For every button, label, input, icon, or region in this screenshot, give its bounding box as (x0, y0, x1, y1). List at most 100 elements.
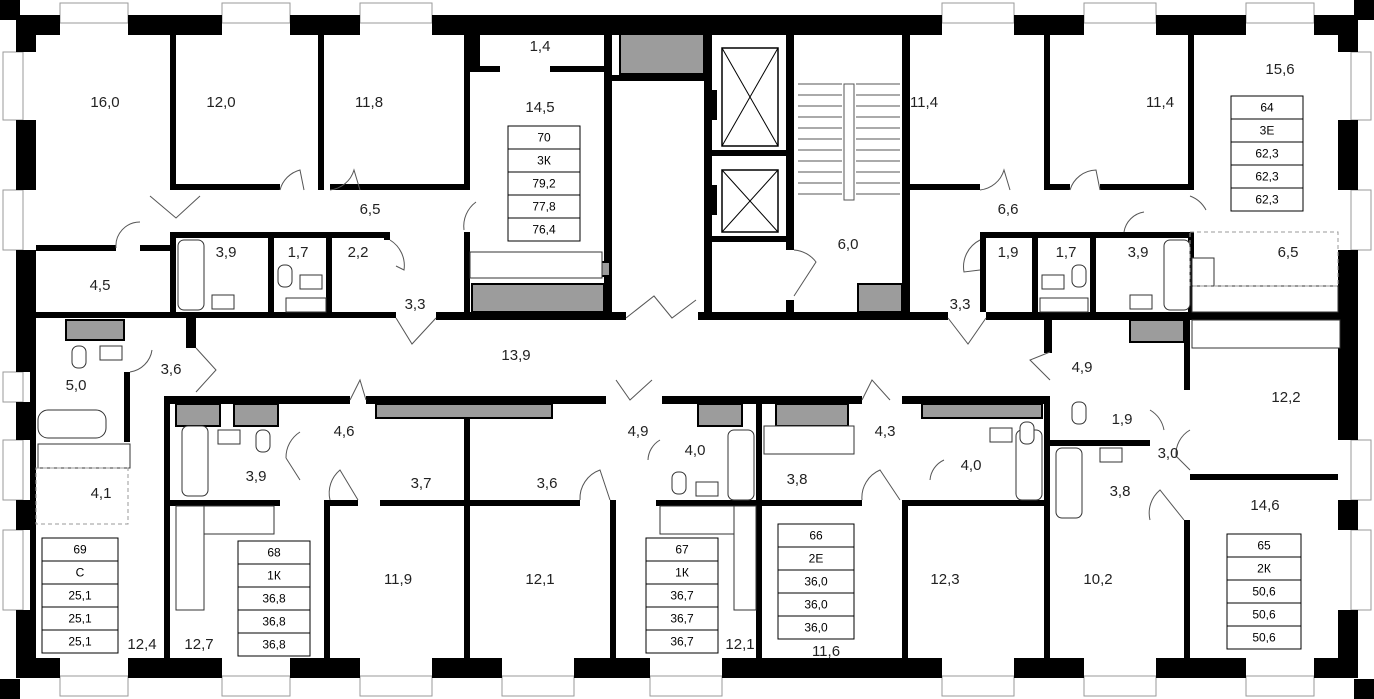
doors (115, 168, 1207, 521)
room-area-label: 6,5 (360, 201, 381, 218)
room-area-label: 11,4 (1146, 94, 1174, 111)
room-area-label: 4,5 (90, 277, 111, 294)
room-area-label: 3,7 (411, 475, 432, 492)
room-area-label: 11,9 (384, 571, 412, 588)
apartment-area-b: 50,6 (1252, 608, 1276, 622)
apartment-number: 70 (537, 131, 551, 145)
room-area-label: 3,0 (1158, 445, 1179, 462)
apartment-area-a: 36,7 (670, 589, 694, 603)
apartment-area-c: 62,3 (1255, 193, 1279, 207)
apartment-area-b: 36,0 (804, 598, 828, 612)
room-area-label: 6,5 (1278, 244, 1299, 261)
room-area-label: 12,1 (725, 636, 754, 653)
room-area-label: 16,0 (90, 94, 119, 111)
apartment-area-a: 62,3 (1255, 147, 1279, 161)
apartment-type: 3Е (1260, 124, 1275, 138)
room-area-label: 3,9 (246, 468, 267, 485)
stairs (798, 83, 900, 201)
room-area-label: 3,6 (537, 475, 558, 492)
apartment-number: 67 (675, 543, 689, 557)
apartment-number: 68 (267, 546, 281, 560)
room-area-label: 3,3 (950, 296, 971, 313)
apartment-type: 1К (675, 566, 689, 580)
apartment-area-b: 77,8 (532, 200, 556, 214)
apartment-info-box: 69С 25,1 25,1 25,1 (41, 537, 119, 654)
room-area-label: 4,1 (91, 485, 112, 502)
apartment-number: 69 (73, 543, 87, 557)
apartment-number: 64 (1260, 101, 1274, 115)
room-area-label: 4,9 (1072, 359, 1093, 376)
room-area-label: 1,7 (288, 244, 309, 261)
service-ducts (65, 33, 1185, 427)
room-area-label: 12,0 (206, 94, 235, 111)
room-area-label: 14,6 (1250, 497, 1279, 514)
apartment-info-box: 68 1К 36,8 36,8 36,8 (237, 540, 311, 657)
apartment-number: 66 (809, 529, 823, 543)
apartment-info-box: 64 3Е 62,3 62,3 62,3 (1230, 95, 1304, 212)
room-area-label: 4,9 (628, 423, 649, 440)
apartment-area-a: 36,0 (804, 575, 828, 589)
room-area-label: 10,2 (1083, 571, 1112, 588)
apartment-type: 1К (267, 569, 281, 583)
apartment-info-box: 67 1К 36,7 36,7 36,7 (645, 537, 719, 654)
apartment-area-c: 25,1 (68, 635, 92, 649)
room-area-label: 6,0 (838, 236, 859, 253)
apartment-info-box: 70 3К 79,2 77,8 76,4 (507, 125, 581, 242)
apartment-type: 3К (537, 154, 551, 168)
room-area-label: 15,6 (1265, 61, 1294, 78)
room-area-label: 4,0 (961, 457, 982, 474)
room-area-label: 3,3 (405, 296, 426, 313)
apartment-area-b: 62,3 (1255, 170, 1279, 184)
apartment-info-boxes: 70 3К 79,2 77,8 76,4 64 3Е 62,3 62,3 62,3 69С 25,1 2… (41, 95, 1304, 657)
apartment-info-box: 66 2Е 36,0 36,0 36,0 (777, 523, 855, 640)
fixtures (35, 231, 1341, 611)
apartment-area-c: 50,6 (1252, 631, 1276, 645)
room-area-label: 11,6 (812, 643, 840, 660)
room-area-label: 4,0 (685, 442, 706, 459)
room-area-label: 14,5 (525, 99, 554, 116)
room-area-label: 3,9 (1128, 244, 1149, 261)
interior-walls (30, 30, 1338, 658)
apartment-type: 2К (1257, 562, 1271, 576)
apartment-area-a: 50,6 (1252, 585, 1276, 599)
room-area-label: 4,6 (334, 423, 355, 440)
room-area-label: 2,2 (348, 244, 369, 261)
room-area-label: 12,1 (525, 571, 554, 588)
room-area-label: 4,3 (875, 423, 896, 440)
apartment-area-a: 25,1 (68, 589, 92, 603)
room-area-label: 3,6 (161, 361, 182, 378)
room-area-label: 5,0 (66, 377, 87, 394)
room-area-label: 11,8 (355, 94, 383, 111)
room-area-labels: 16,0 12,0 11,8 1,4 14,5 11,4 11,4 15,6 6,5 6,6 3,9… (66, 38, 1301, 660)
room-area-label: 1,9 (998, 244, 1019, 261)
apartment-area-c: 36,7 (670, 635, 694, 649)
apartment-area-b: 25,1 (68, 612, 92, 626)
apartment-type: С (76, 566, 85, 580)
room-area-label: 3,8 (787, 471, 808, 488)
elevators (712, 47, 779, 233)
apartment-type: 2Е (809, 552, 824, 566)
apartment-area-c: 76,4 (532, 223, 556, 237)
apartment-area-a: 79,2 (532, 177, 556, 191)
room-area-label: 3,9 (216, 244, 237, 261)
apartment-area-b: 36,8 (262, 615, 286, 629)
room-area-label: 11,4 (910, 94, 938, 111)
room-area-label: 13,9 (501, 347, 530, 364)
room-area-label: 12,2 (1271, 389, 1300, 406)
apartment-area-c: 36,8 (262, 638, 286, 652)
room-area-label: 1,9 (1112, 411, 1133, 428)
room-area-label: 6,6 (998, 201, 1019, 218)
apartment-number: 65 (1257, 539, 1271, 553)
apartment-info-box: 65 2К 50,6 50,6 50,6 (1226, 533, 1302, 650)
apartment-area-a: 36,8 (262, 592, 286, 606)
room-area-label: 12,7 (184, 636, 213, 653)
room-area-label: 3,8 (1110, 483, 1131, 500)
room-area-label: 1,4 (530, 38, 551, 55)
apartment-area-c: 36,0 (804, 621, 828, 635)
room-area-label: 12,3 (930, 571, 959, 588)
room-area-label: 1,7 (1056, 244, 1077, 261)
room-area-label: 12,4 (127, 636, 156, 653)
apartment-area-b: 36,7 (670, 612, 694, 626)
